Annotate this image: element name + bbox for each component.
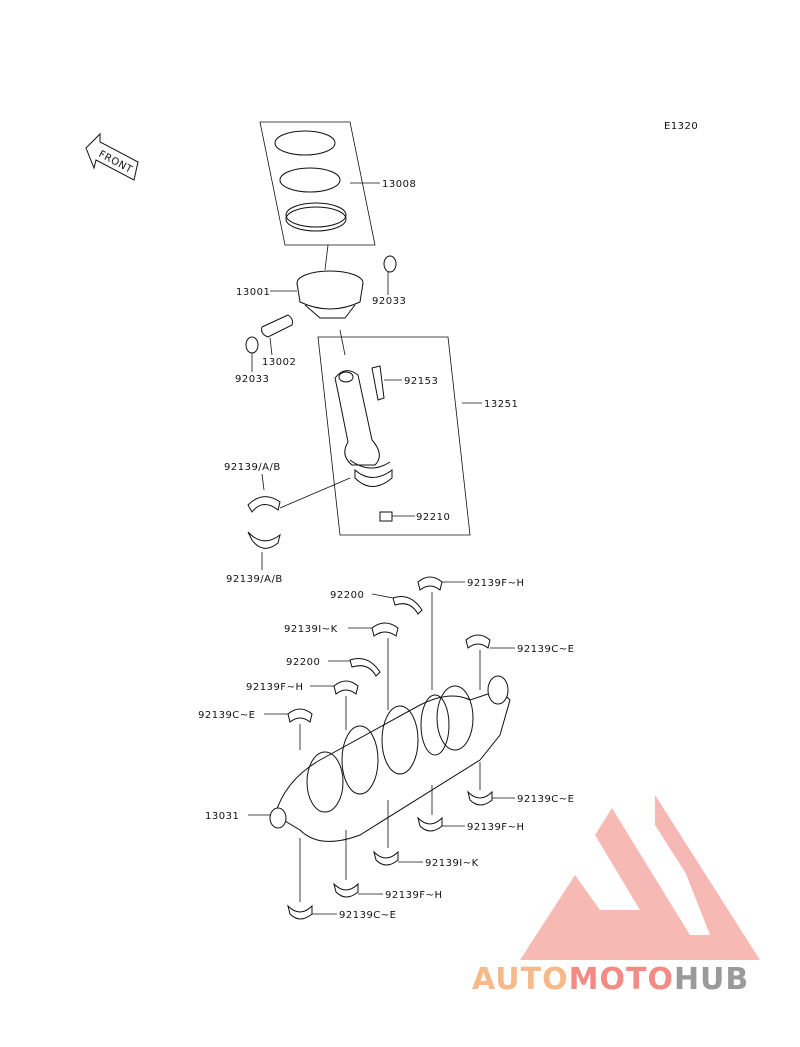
label-92139ik-bottom: 92139I~K [425,858,479,869]
watermark-hub: HUB [673,962,750,997]
label-92139ce-right-top: 92139C~E [517,644,575,655]
label-13031: 13031 [205,811,239,822]
lower-main-bearings: 92139C~E 92139F~H 92139I~K 92139F~H 9213… [287,762,575,921]
conrod-nut [379,511,393,522]
label-92139fh-bottom-1: 92139F~H [467,822,524,833]
label-92210: 92210 [416,512,450,523]
bearing-ik-bottom [373,850,399,866]
thrust-washer-1 [392,596,423,615]
bearing-ce-bottom [287,904,313,920]
conrod-bolt [371,365,385,401]
label-13251: 13251 [484,399,518,410]
conrod-cap [354,468,393,487]
top-ring [274,130,336,156]
bearing-fh-left [333,680,359,695]
label-92139ab-lower: 92139/A/B [226,574,283,585]
oil-ring [285,202,347,228]
conrod-assembly-box: 92153 92210 13251 [317,329,518,536]
piston-pin: 13002 [261,314,296,368]
bearing-fh-bottom-1 [417,816,443,832]
label-92139ce-left: 92139C~E [198,710,256,721]
thrust-washer-2 [349,658,381,677]
front-arrow-icon: FRONT [85,132,139,181]
label-92033-right: 92033 [372,296,406,307]
conrod-bearing-upper [247,496,281,513]
watermark-text: AUTOMOTOHUB [472,962,749,997]
label-92139ce-bottom: 92139C~E [339,910,397,921]
label-92139fh-top: 92139F~H [467,578,524,589]
watermark-logo [520,795,760,960]
circlip-left: 92033 [235,336,269,385]
bearing-fh-top [417,576,443,591]
second-ring [279,167,341,193]
circlip-right: 92033 [372,255,406,307]
piston: 13001 [236,244,364,319]
label-13008: 13008 [382,179,416,190]
bearing-ce-right-top [465,634,491,649]
label-92200-1: 92200 [330,590,364,601]
piston-ring-set-box: 13008 [259,121,416,246]
bearing-ik-top [371,622,399,637]
crankshaft: 13031 [205,675,511,842]
label-92200-2: 92200 [286,657,320,668]
label-92139ab-upper: 92139/A/B [224,462,281,473]
bearing-ce-right-bottom [467,790,493,806]
label-13002: 13002 [262,357,296,368]
bearing-fh-bottom-2 [333,882,359,898]
upper-main-bearings: 92139F~H 92200 92139I~K 92139C~E 92200 9… [198,576,575,750]
conrod-bearing-lower [247,531,281,549]
watermark-moto: MOTO [568,962,674,997]
label-92153: 92153 [404,376,438,387]
conrod-bearings: 92139/A/B 92139/A/B [224,462,351,585]
watermark-auto: AUTO [472,962,569,997]
label-92139fh-left: 92139F~H [246,682,303,693]
label-92139ce-right-bottom: 92139C~E [517,794,575,805]
label-13001: 13001 [236,287,270,298]
conrod [334,370,380,466]
label-92033-left: 92033 [235,374,269,385]
bearing-ce-left [287,708,313,723]
label-92139fh-bottom-2: 92139F~H [385,890,442,901]
diagram-code: E1320 [664,121,698,132]
label-92139ik-top: 92139I~K [284,624,338,635]
